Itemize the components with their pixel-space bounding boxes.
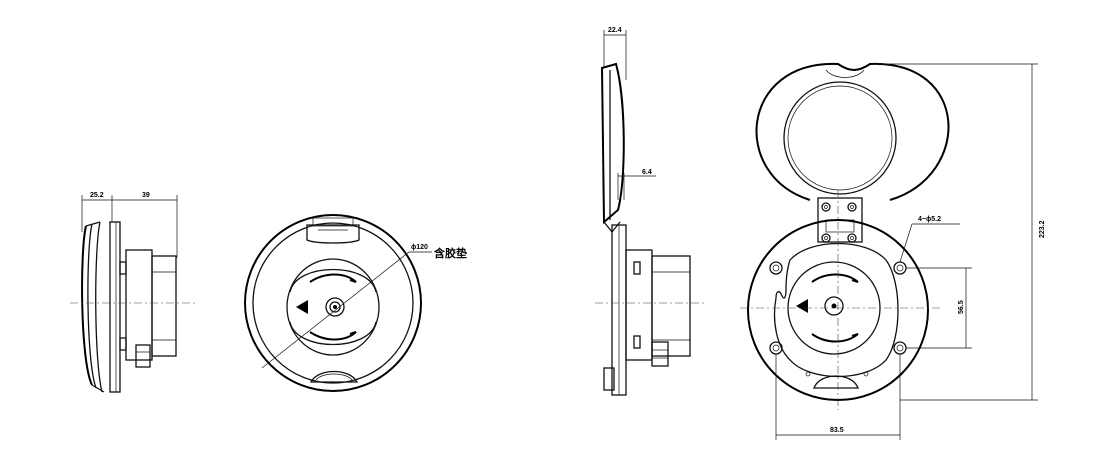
side-view-closed: 25.2 39 — [70, 192, 195, 393]
dim-mount-holes: 4−ϕ5.2 — [918, 216, 941, 223]
dim-side-width: 39 — [142, 192, 150, 199]
dim-open-lid-depth: 22.4 — [608, 27, 622, 34]
dim-side-depth: 25.2 — [90, 192, 104, 199]
dim-overall-height: 223.2 — [1039, 220, 1046, 238]
dim-hole-spacing-v: 56.5 — [958, 300, 965, 314]
dim-hole-spacing-h: 83.5 — [830, 427, 844, 434]
dim-front-diameter: ϕ120 — [411, 244, 428, 251]
front-view-closed: ϕ120 含胶垫 — [244, 214, 467, 392]
gasket-label: 含胶垫 — [433, 246, 467, 260]
side-view-open: 22.4 6.4 — [595, 27, 705, 396]
dim-lid-thickness: 6.4 — [642, 169, 652, 176]
front-view-open: 4−ϕ5.2 223.2 56.5 83.5 — [740, 62, 1046, 440]
